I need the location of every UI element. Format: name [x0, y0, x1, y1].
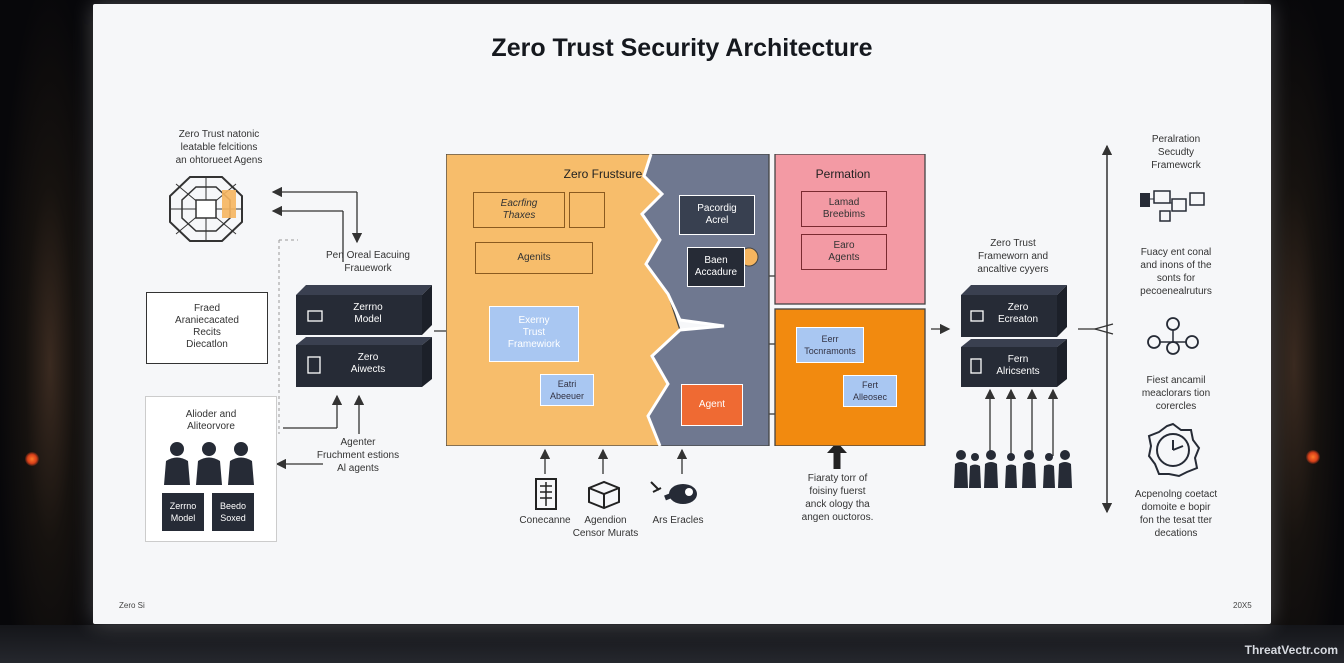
diagram-title: Zero Trust Security Architecture [491, 34, 873, 62]
right-cube2-label: Fern Alricsents [996, 354, 1040, 377]
icon3-label: Ars Eracles [652, 515, 704, 526]
right-cube-caption: Zero Trust Frameworn and ancaltive cyyer… [977, 238, 1049, 275]
orange2-box-fert-label: Fert Alleosec [852, 380, 888, 402]
trust-framework-box[interactable]: Exerny Trust Framewiork [489, 306, 579, 362]
slate-box-pacordig-label: Pacordig Acrel [697, 203, 737, 226]
pink-box-earo-label: Earo Agents [828, 240, 860, 263]
left-cube2-label: Zero Aiwects [350, 352, 386, 375]
arrow-caption: Fiaraty torr of foisiny fuerst anck olog… [801, 473, 874, 523]
orange-panel-title: Zero Frustsure [563, 167, 643, 181]
slate-box-baen[interactable]: Baen Accadure [687, 247, 745, 287]
chip-beedo-soxed-label: Beedo Soxed [219, 501, 247, 523]
footer-right-text: 20X5 [1233, 601, 1252, 610]
right-item4-text: Acpenolng coetact domoite e bopir fon th… [1134, 489, 1218, 539]
icon1-label: Conecanne [519, 515, 571, 526]
right-cube1-label: Zero Ecreaton [997, 302, 1039, 325]
trust-framework-label: Exerny Trust Framewiork [507, 315, 561, 350]
pink-box-lamad-label: Lamad Breebims [822, 197, 866, 220]
orange-box-agenits: Agenits [475, 242, 593, 274]
footer-left-text: Zero Si [119, 601, 145, 610]
key-icon [650, 481, 697, 504]
left-info-box-label: Fraed Araniecacated Recits Diecatlon [175, 303, 239, 350]
stage-floor [0, 625, 1344, 663]
slate-box-pacordig[interactable]: Pacordig Acrel [679, 195, 755, 235]
orange-box-eacrfing: Eacrfing Thaxes [473, 192, 565, 228]
people-group-icon [164, 442, 254, 485]
right-item3-text: Fiest ancamil meaclorars tion corercles [1141, 375, 1211, 412]
stage-left-backdrop [0, 0, 100, 663]
circuit-board-icon [535, 478, 557, 510]
agent-box[interactable]: Agent [681, 384, 743, 426]
agent-box-label: Agent [698, 399, 726, 410]
slate-box-baen-label: Baen Accadure [694, 255, 738, 278]
orange-box-eacrfing-label: Eacrfing Thaxes [500, 198, 538, 221]
orange2-box-fert[interactable]: Fert Alleosec [843, 375, 897, 407]
right-item2-text: Fuacy ent conal and inons of the sonts f… [1140, 247, 1212, 297]
devices-icon [1140, 190, 1205, 222]
left-cube-stack [296, 285, 432, 387]
stage-spark [25, 452, 39, 466]
presentation-screen: Zero Trust Security Architecture [93, 4, 1271, 624]
pink-panel-title: Permation [815, 167, 871, 181]
icon2-label: Agendion Censor Murats [572, 515, 639, 539]
orange-box-agenits-label: Agenits [517, 252, 551, 263]
right-people-group-icon [954, 450, 1072, 488]
box-cube-icon [588, 480, 620, 510]
people-panel-title: Alioder and Aliteorvore [185, 409, 237, 432]
pink-box-earo[interactable]: Earo Agents [801, 234, 887, 270]
left-bottom-caption: Agenter Fruchment estions Al agents [316, 437, 400, 474]
left-info-box: Fraed Araniecacated Recits Diecatlon [146, 292, 268, 364]
orange2-box-eerr-label: Eerr Tocnramonts [804, 334, 856, 356]
network-octagon-icon [169, 176, 243, 242]
right-item1-text: Peralration Secudty Framewcrk [1151, 134, 1201, 171]
team-network-icon [1147, 317, 1199, 355]
stage-spark [1306, 450, 1320, 464]
left-top-caption: Zero Trust natonic leatable felcitions a… [175, 129, 263, 166]
chip-zero-model-label: Zerrno Model [169, 501, 197, 523]
orange-box-eatri-label: Eatri Abeeuer [549, 379, 585, 401]
clock-icon [1147, 422, 1201, 478]
chip-beedo-soxed: Beedo Soxed [212, 493, 254, 531]
left-cube1-label: Zerrno Model [353, 302, 383, 325]
orange-box-eatri[interactable]: Eatri Abeeuer [540, 374, 594, 406]
pink-box-lamad[interactable]: Lamad Breebims [801, 191, 887, 227]
orange2-box-eerr[interactable]: Eerr Tocnramonts [796, 327, 864, 363]
cube-stack-caption: Pen Oreal Eacuing Frauework [326, 250, 410, 274]
orange-box-empty [569, 192, 605, 228]
right-cube-stack [961, 285, 1067, 387]
watermark-text: ThreatVectr.com [1244, 643, 1338, 657]
people-panel: Alioder and Aliteorvore Zerrno Model Bee… [145, 396, 277, 542]
chip-zero-model: Zerrno Model [162, 493, 204, 531]
